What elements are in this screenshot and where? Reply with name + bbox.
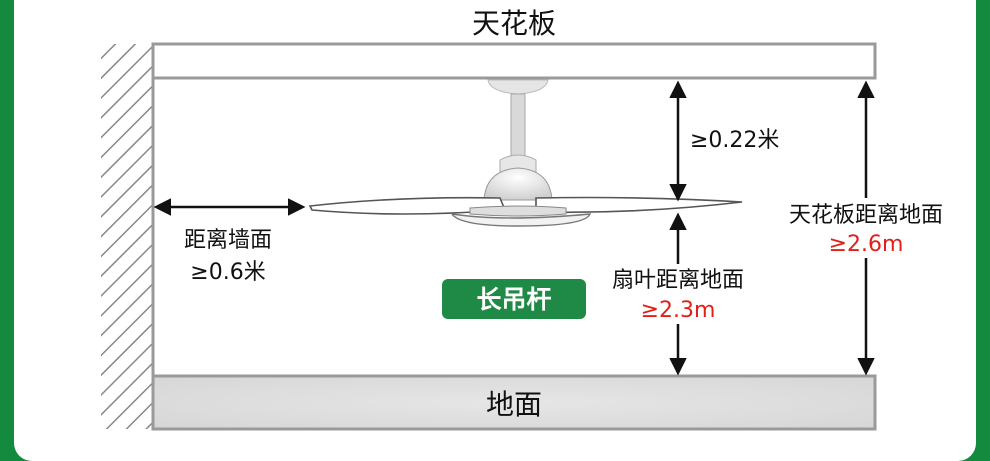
badge-label: 长吊杆 (476, 285, 551, 314)
ceiling-height-value: ≥2.6m (829, 232, 904, 257)
blade-to-floor-label: 扇叶距离地面 (612, 268, 744, 293)
wall-distance-label: 距离墙面 (184, 228, 272, 253)
ceiling-label: 天花板 (472, 7, 556, 40)
floor-label: 地面 (486, 388, 542, 421)
long-downrod-badge: 长吊杆 (442, 279, 586, 319)
ceiling-to-blade-value: ≥0.22米 (690, 128, 779, 153)
blade-to-floor-value: ≥2.3m (641, 298, 716, 323)
ceiling-fan (308, 79, 743, 227)
ceiling-height-label: 天花板距离地面 (789, 203, 943, 228)
wall-distance-value: ≥0.6米 (190, 260, 265, 285)
wall (101, 44, 153, 429)
floor-slab (151, 374, 877, 431)
ceiling-slab (151, 42, 877, 80)
